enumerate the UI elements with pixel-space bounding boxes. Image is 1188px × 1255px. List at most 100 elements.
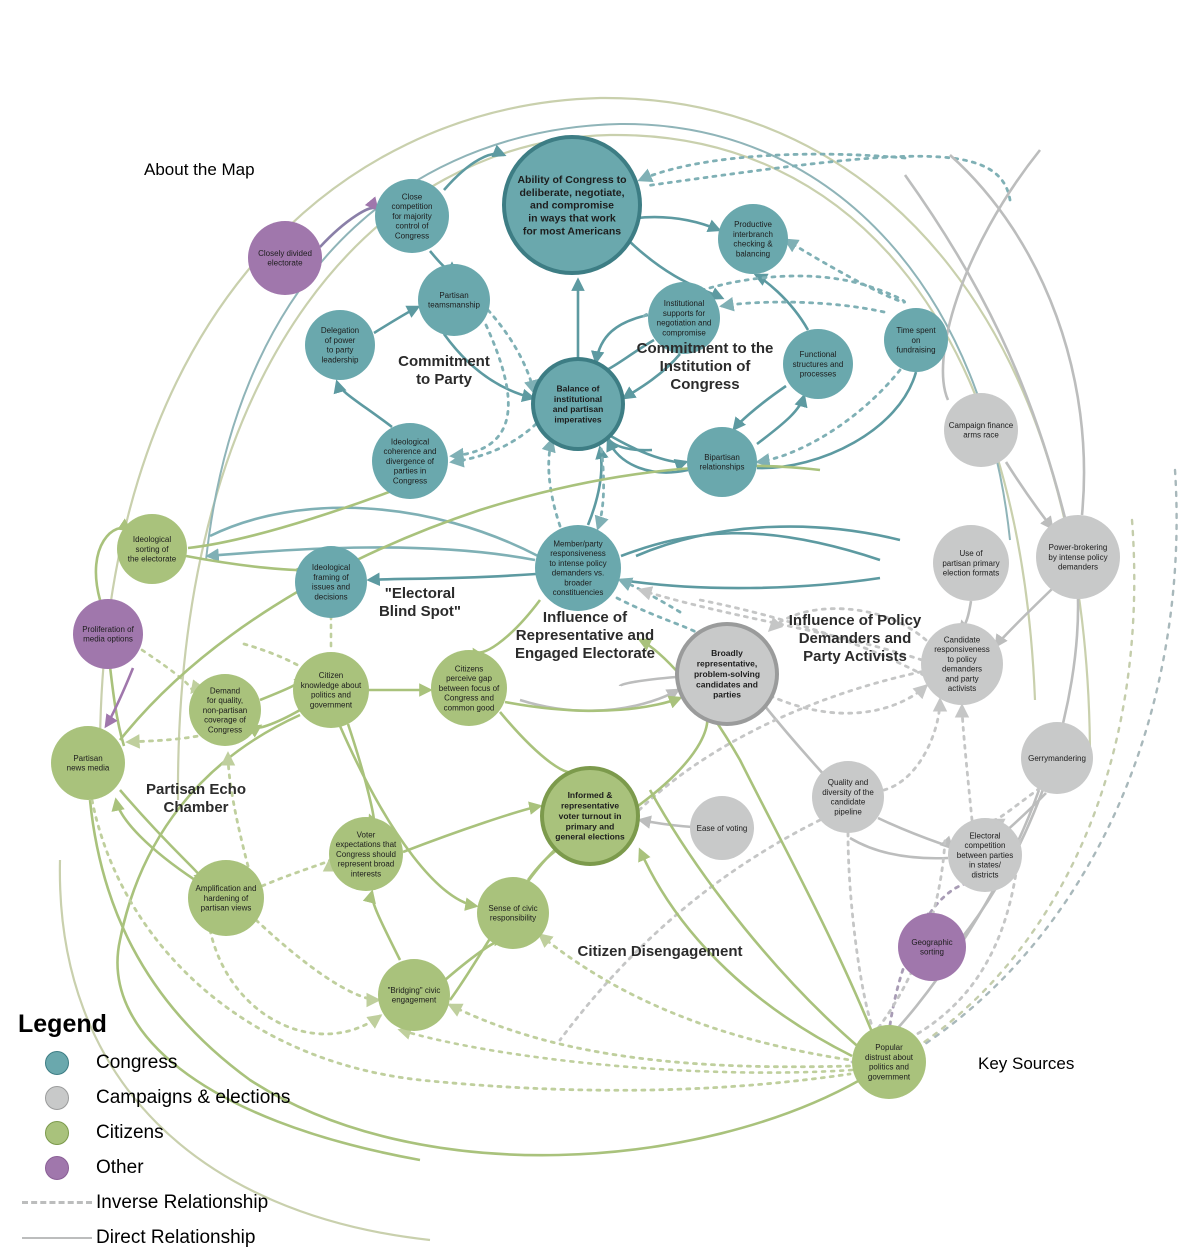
legend-marker-inverse-relationship bbox=[18, 1201, 96, 1204]
node-circle-geographic-sorting[interactable] bbox=[898, 913, 966, 981]
node-circle-ideological-sorting[interactable] bbox=[117, 514, 187, 584]
node-ease-of-voting[interactable]: Ease of voting bbox=[690, 796, 754, 860]
node-gerrymandering[interactable]: Gerrymandering bbox=[1021, 722, 1093, 794]
legend-label-congress: Congress bbox=[96, 1051, 178, 1073]
key-sources-label[interactable]: Key Sources bbox=[978, 1054, 1075, 1073]
links-congress-inverse bbox=[449, 152, 1012, 638]
node-circle-closely-divided-electorate[interactable] bbox=[248, 221, 322, 295]
legend-item-citizens[interactable]: Citizens bbox=[18, 1115, 348, 1150]
node-circle-popular-distrust[interactable] bbox=[852, 1025, 926, 1099]
node-circle-bridging-civic-engagement[interactable] bbox=[378, 959, 450, 1031]
node-circle-ability-of-congress[interactable] bbox=[502, 135, 642, 275]
node-circle-citizens-perceive-gap[interactable] bbox=[431, 650, 507, 726]
legend-label-campaigns-elections: Campaigns & elections bbox=[96, 1086, 291, 1108]
node-circle-broadly-representative[interactable] bbox=[675, 622, 779, 726]
node-circle-candidate-responsiveness[interactable] bbox=[921, 623, 1003, 705]
node-circle-partisan-teamsmanship[interactable] bbox=[418, 264, 490, 336]
node-circle-partisan-news-media[interactable] bbox=[51, 726, 125, 800]
node-circle-institutional-supports[interactable] bbox=[648, 282, 720, 354]
node-circle-productive-interbranch[interactable] bbox=[718, 204, 788, 274]
node-circle-proliferation-of-media[interactable] bbox=[73, 599, 143, 669]
node-circle-power-brokering[interactable] bbox=[1036, 515, 1120, 599]
node-circle-member-party-responsiveness[interactable] bbox=[535, 525, 621, 611]
node-circle-ease-of-voting[interactable] bbox=[690, 796, 754, 860]
node-circle-ideological-coherence[interactable] bbox=[372, 423, 448, 499]
node-circle-electoral-competition[interactable] bbox=[948, 818, 1022, 892]
legend-label-inverse-relationship: Inverse Relationship bbox=[96, 1191, 269, 1213]
node-circle-demand-for-quality[interactable] bbox=[189, 674, 261, 746]
links-citizens-inverse bbox=[90, 642, 852, 1092]
legend-item-direct-relationship[interactable]: Direct Relationship bbox=[18, 1220, 348, 1255]
node-circle-campaign-finance-arms-race[interactable] bbox=[944, 393, 1018, 467]
legend-item-other[interactable]: Other bbox=[18, 1150, 348, 1185]
legend-item-campaigns-elections[interactable]: Campaigns & elections bbox=[18, 1080, 348, 1115]
node-circle-quality-diversity-pipeline[interactable] bbox=[812, 761, 884, 833]
legend-marker-other bbox=[18, 1155, 96, 1180]
legend-marker-citizens bbox=[18, 1120, 96, 1145]
cluster-label-citizen-disengagement: Citizen Disengagement bbox=[577, 943, 742, 960]
legend-item-inverse-relationship[interactable]: Inverse Relationship bbox=[18, 1185, 348, 1220]
node-circle-informed-representative-turnout[interactable] bbox=[540, 766, 640, 866]
node-circle-bipartisan-relationships[interactable] bbox=[687, 427, 757, 497]
legend-marker-campaigns-elections bbox=[18, 1085, 96, 1110]
node-circle-ideological-framing[interactable] bbox=[295, 546, 367, 618]
node-circle-voter-expectations[interactable] bbox=[329, 817, 403, 891]
node-circle-citizen-knowledge[interactable] bbox=[293, 652, 369, 728]
node-circle-sense-of-civic-responsibility[interactable] bbox=[477, 877, 549, 949]
legend-marker-congress bbox=[18, 1050, 96, 1075]
node-circle-gerrymandering[interactable] bbox=[1021, 722, 1093, 794]
node-circle-delegation-of-power[interactable] bbox=[305, 310, 375, 380]
node-circle-close-competition[interactable] bbox=[375, 179, 449, 253]
node-circle-functional-structures[interactable] bbox=[783, 329, 853, 399]
legend-label-citizens: Citizens bbox=[96, 1121, 164, 1143]
about-the-map-label[interactable]: About the Map bbox=[144, 160, 255, 179]
legend-item-congress[interactable]: Congress bbox=[18, 1045, 348, 1080]
node-circle-time-spent-fundraising[interactable] bbox=[884, 308, 948, 372]
node-circle-balance-of-imperatives[interactable] bbox=[531, 357, 625, 451]
node-circle-use-of-partisan-primary[interactable] bbox=[933, 525, 1009, 601]
legend-label-direct-relationship: Direct Relationship bbox=[96, 1226, 256, 1248]
legend-label-other: Other bbox=[96, 1156, 144, 1178]
node-circle-amplification-hardening[interactable] bbox=[188, 860, 264, 936]
